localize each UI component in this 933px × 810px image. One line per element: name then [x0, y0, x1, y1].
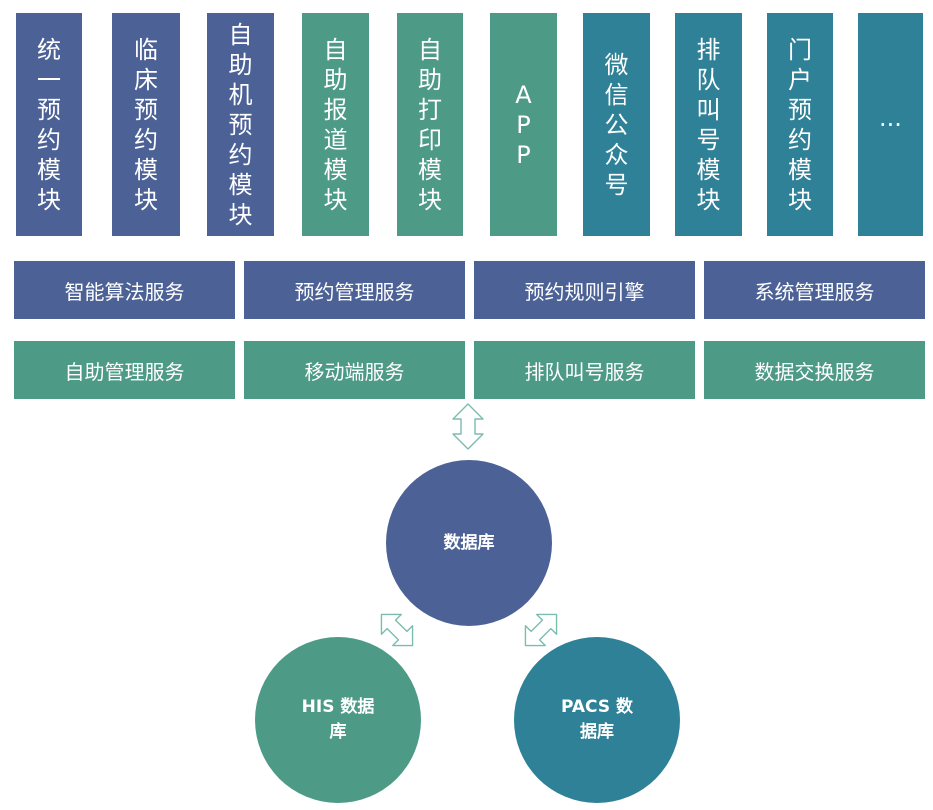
module-label: 门户预约模块: [788, 35, 812, 214]
module-wechat: 微信公众号: [583, 13, 650, 236]
service-label: 系统管理服务: [754, 279, 875, 304]
module-label: 自助机预约模块: [228, 20, 253, 229]
module-portal-booking: 门户预约模块: [767, 13, 833, 236]
module-label: 统一预约模块: [37, 35, 61, 214]
diagonal-double-arrow-right-icon: [524, 613, 558, 647]
module-queue-calling: 排队叫号模块: [675, 13, 742, 236]
service-label: 数据交换服务: [754, 359, 875, 384]
module-app: APP: [490, 13, 557, 236]
his-database: HIS 数据 库: [255, 637, 421, 803]
service-label: 自助管理服务: [64, 359, 185, 384]
module-label: 自助打印模块: [418, 35, 442, 214]
main-database: 数据库: [386, 460, 552, 626]
module-self-print: 自助打印模块: [397, 13, 463, 236]
main-database-label: 数据库: [443, 532, 495, 553]
service-label: 预约规则引擎: [524, 279, 645, 304]
service-label: 排队叫号服务: [524, 359, 645, 384]
module-label: 微信公众号: [604, 50, 629, 199]
module-label: 自助报道模块: [323, 35, 348, 214]
pacs-database: PACS 数 据库: [514, 637, 680, 803]
module-label: 临床预约模块: [134, 35, 158, 214]
service-mobile: 移动端服务: [244, 341, 465, 399]
service-queue-calling: 排队叫号服务: [474, 341, 695, 399]
module-label: APP: [515, 80, 532, 169]
module-kiosk-booking: 自助机预约模块: [207, 13, 274, 236]
pacs-database-label-line1: PACS 数: [560, 697, 633, 717]
pacs-database-label-line2: 据库: [579, 722, 614, 742]
module-unified-booking: 统一预约模块: [16, 13, 82, 236]
service-booking-management: 预约管理服务: [244, 261, 465, 319]
module-more: ···: [858, 13, 923, 236]
module-self-checkin: 自助报道模块: [302, 13, 369, 236]
service-booking-rule-engine: 预约规则引擎: [474, 261, 695, 319]
module-clinical-booking: 临床预约模块: [112, 13, 180, 236]
service-label: 预约管理服务: [294, 279, 415, 304]
module-label: ···: [879, 110, 902, 139]
diagonal-double-arrow-left-icon: [380, 613, 414, 647]
his-database-label-line1: HIS 数据: [301, 697, 375, 717]
his-database-label-line2: 库: [329, 722, 347, 742]
service-data-exchange: 数据交换服务: [704, 341, 925, 399]
service-label: 移动端服务: [304, 359, 405, 384]
service-label: 智能算法服务: [64, 279, 185, 304]
module-label: 排队叫号模块: [696, 35, 721, 214]
service-self-help-management: 自助管理服务: [14, 341, 235, 399]
vertical-double-arrow-icon: [452, 403, 484, 450]
service-smart-algorithm: 智能算法服务: [14, 261, 235, 319]
service-system-management: 系统管理服务: [704, 261, 925, 319]
